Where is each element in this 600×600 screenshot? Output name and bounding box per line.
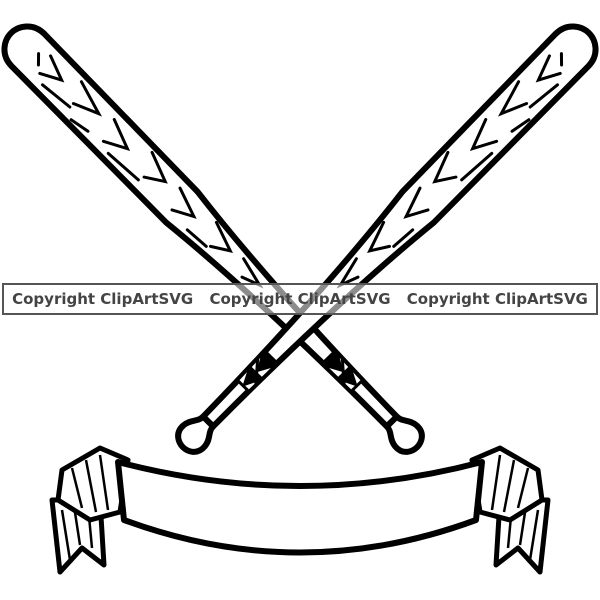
watermark-text-2: Copyright ClipArtSVG — [209, 290, 391, 308]
ribbon-banner — [49, 445, 551, 575]
copyright-watermark-banner: Copyright ClipArtSVG Copyright ClipArtSV… — [2, 283, 598, 315]
watermark-text-3: Copyright ClipArtSVG — [406, 290, 588, 308]
watermark-text-1: Copyright ClipArtSVG — [12, 290, 194, 308]
